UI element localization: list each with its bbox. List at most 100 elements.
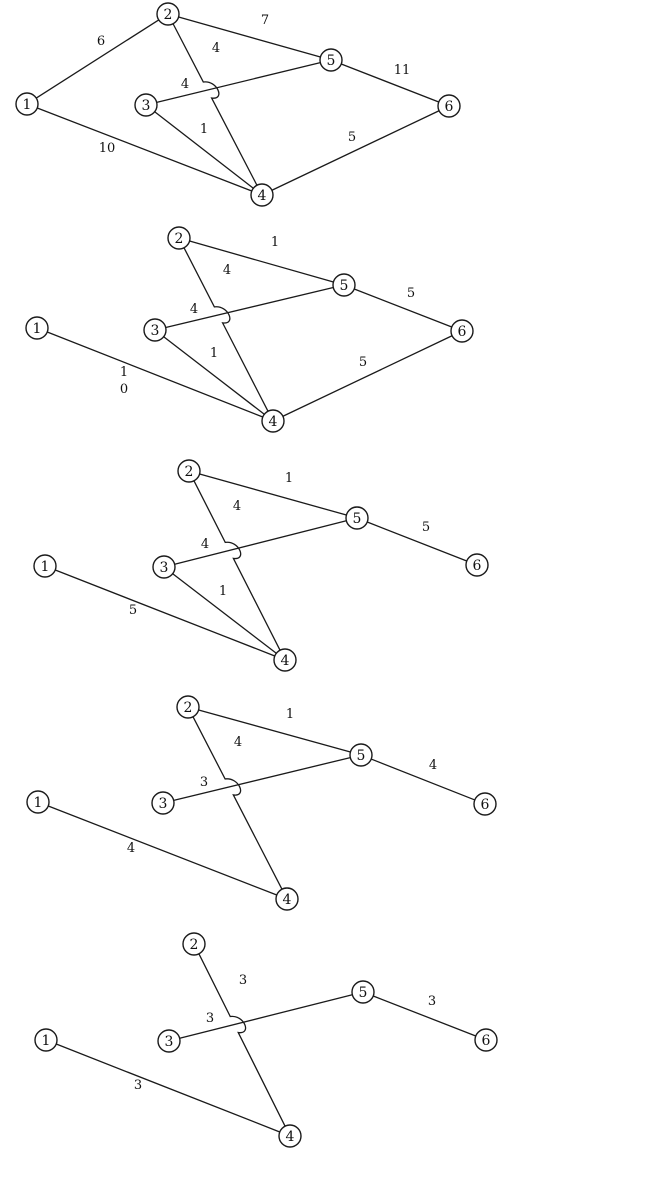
node-circle-5	[332, 273, 356, 297]
node-5: 5	[319, 48, 343, 72]
edge-5-6	[367, 521, 467, 562]
node-label-2: 2	[190, 937, 199, 953]
node-circle-1	[33, 554, 57, 578]
edge-label-2-5: 7	[261, 13, 269, 28]
node-label-1: 1	[33, 321, 42, 337]
edge-label-1-4: 10	[99, 141, 116, 156]
edge-1-4	[48, 805, 277, 896]
node-label-2: 2	[184, 700, 193, 716]
node-6: 6	[474, 1028, 498, 1052]
edge-3-5	[173, 756, 351, 802]
node-label-1: 1	[23, 97, 32, 113]
node-label-1: 1	[41, 559, 50, 575]
edge-2-4	[198, 953, 286, 1127]
edge-label-3-5: 4	[181, 77, 189, 92]
edge-5-6	[373, 995, 476, 1037]
node-3: 3	[134, 93, 158, 117]
node-3: 3	[152, 555, 176, 579]
node-circle-1	[25, 316, 49, 340]
node-circle-4	[250, 183, 274, 207]
node-label-6: 6	[473, 558, 482, 574]
edge-2-4	[172, 23, 258, 186]
edge-3-5	[165, 286, 334, 329]
node-3: 3	[151, 791, 175, 815]
edge-label-3-5: 3	[206, 1011, 214, 1026]
node-1: 1	[34, 1028, 58, 1052]
node-label-6: 6	[445, 99, 454, 115]
edge-2-4	[192, 716, 283, 890]
edge-4-6	[282, 335, 453, 417]
edge-4-6	[271, 110, 440, 191]
node-5: 5	[345, 506, 369, 530]
edge-1-4	[37, 107, 252, 192]
edge-2-4	[183, 247, 269, 412]
node-circle-3	[157, 1029, 181, 1053]
node-circle-4	[261, 409, 285, 433]
edge-label-3-5: 4	[190, 302, 198, 317]
node-circle-3	[151, 791, 175, 815]
node-label-2: 2	[175, 231, 184, 247]
node-1: 1	[33, 554, 57, 578]
node-circle-5	[319, 48, 343, 72]
node-label-6: 6	[458, 324, 467, 340]
node-circle-3	[152, 555, 176, 579]
node-circle-2	[182, 932, 206, 956]
node-label-4: 4	[269, 414, 278, 430]
edge-label-4-6: 5	[359, 355, 367, 370]
edge-label-5-6: 3	[428, 994, 436, 1009]
edge-label-2-5: 1	[271, 235, 279, 250]
node-label-3: 3	[159, 796, 168, 812]
node-6: 6	[473, 792, 497, 816]
node-3: 3	[143, 318, 167, 342]
node-circle-2	[177, 459, 201, 483]
node-2: 2	[156, 2, 180, 26]
edge-label-3-5: 4	[201, 537, 209, 552]
node-label-1: 1	[42, 1033, 51, 1049]
node-circle-6	[465, 553, 489, 577]
edge-label-2-4: 4	[223, 263, 231, 278]
edge-label-2-4: 4	[233, 499, 241, 514]
node-circle-6	[437, 94, 461, 118]
edge-label-2-4: 4	[212, 41, 220, 56]
edge-label-1-4: 4	[127, 841, 135, 856]
node-label-4: 4	[283, 892, 292, 908]
node-2: 2	[182, 932, 206, 956]
node-circle-6	[473, 792, 497, 816]
edge-3-4	[172, 573, 277, 654]
edge-label-5-6: 5	[422, 520, 430, 535]
edge-label-3-4: 1	[200, 122, 208, 137]
node-6: 6	[465, 553, 489, 577]
node-label-5: 5	[353, 511, 362, 527]
node-circle-2	[176, 695, 200, 719]
node-5: 5	[351, 980, 375, 1004]
node-circle-1	[26, 790, 50, 814]
node-label-2: 2	[185, 464, 194, 480]
node-4: 4	[278, 1124, 302, 1148]
edge-3-4	[163, 336, 265, 415]
node-1: 1	[26, 790, 50, 814]
edge-1-2	[35, 19, 160, 99]
edge-1-4	[55, 569, 275, 657]
edge-2-5	[198, 709, 351, 753]
node-label-3: 3	[142, 98, 151, 114]
edge-3-4	[154, 111, 254, 189]
node-1: 1	[25, 316, 49, 340]
edge-1-4	[55, 1043, 281, 1133]
edge-1-4	[46, 331, 264, 418]
node-circle-3	[134, 93, 158, 117]
edge-label-1-4: 3	[134, 1078, 142, 1093]
node-label-5: 5	[359, 985, 368, 1001]
node-label-5: 5	[357, 748, 366, 764]
node-circle-1	[15, 92, 39, 116]
node-circle-5	[349, 743, 373, 767]
node-circle-3	[143, 318, 167, 342]
edge-label-3-5: 3	[200, 775, 208, 790]
node-label-5: 5	[340, 278, 349, 294]
